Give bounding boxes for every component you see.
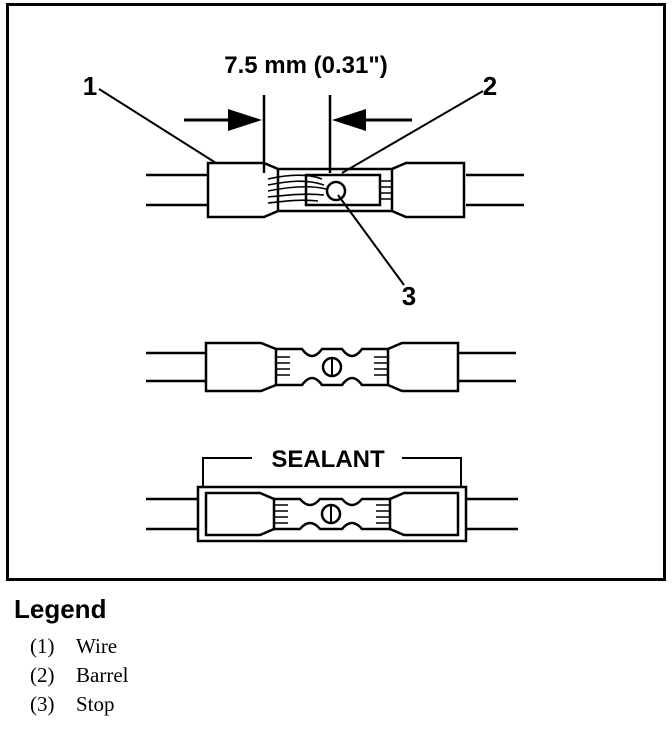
legend: Legend (1) Wire (2) Barrel (3) Stop xyxy=(14,592,654,719)
legend-item-label: Barrel xyxy=(76,663,129,687)
legend-item-label: Wire xyxy=(76,634,118,658)
wire-strands xyxy=(267,174,327,204)
callout-wire: 1 xyxy=(83,71,217,164)
splice-sealed xyxy=(146,485,518,543)
svg-text:1: 1 xyxy=(83,71,97,101)
callout-stop: 3 xyxy=(337,194,416,311)
legend-item-number: (2) xyxy=(30,663,55,687)
svg-text:2: 2 xyxy=(483,71,497,101)
legend-item-wire: (1) Wire xyxy=(14,632,654,661)
callout-barrel: 2 xyxy=(341,71,497,174)
dimension-marker: 7.5 mm (0.31") xyxy=(184,52,412,173)
legend-item-label: Stop xyxy=(76,692,115,716)
splice-diagram: 7.5 mm (0.31") xyxy=(6,3,666,581)
legend-item-barrel: (2) Barrel xyxy=(14,661,654,690)
sealant-bracket: SEALANT xyxy=(202,446,462,487)
sealed-strands xyxy=(274,504,390,524)
svg-text:3: 3 xyxy=(402,281,416,311)
legend-title: Legend xyxy=(14,594,107,624)
dimension-label: 7.5 mm (0.31") xyxy=(224,52,387,79)
sealant-label: SEALANT xyxy=(271,446,385,473)
splice-uncrimped xyxy=(146,161,524,219)
legend-item-number: (1) xyxy=(30,634,55,658)
diagram-border xyxy=(6,3,666,581)
legend-item-stop: (3) Stop xyxy=(14,690,654,719)
crimped-strands xyxy=(276,356,388,376)
splice-crimped xyxy=(146,341,516,393)
legend-item-number: (3) xyxy=(30,692,55,716)
